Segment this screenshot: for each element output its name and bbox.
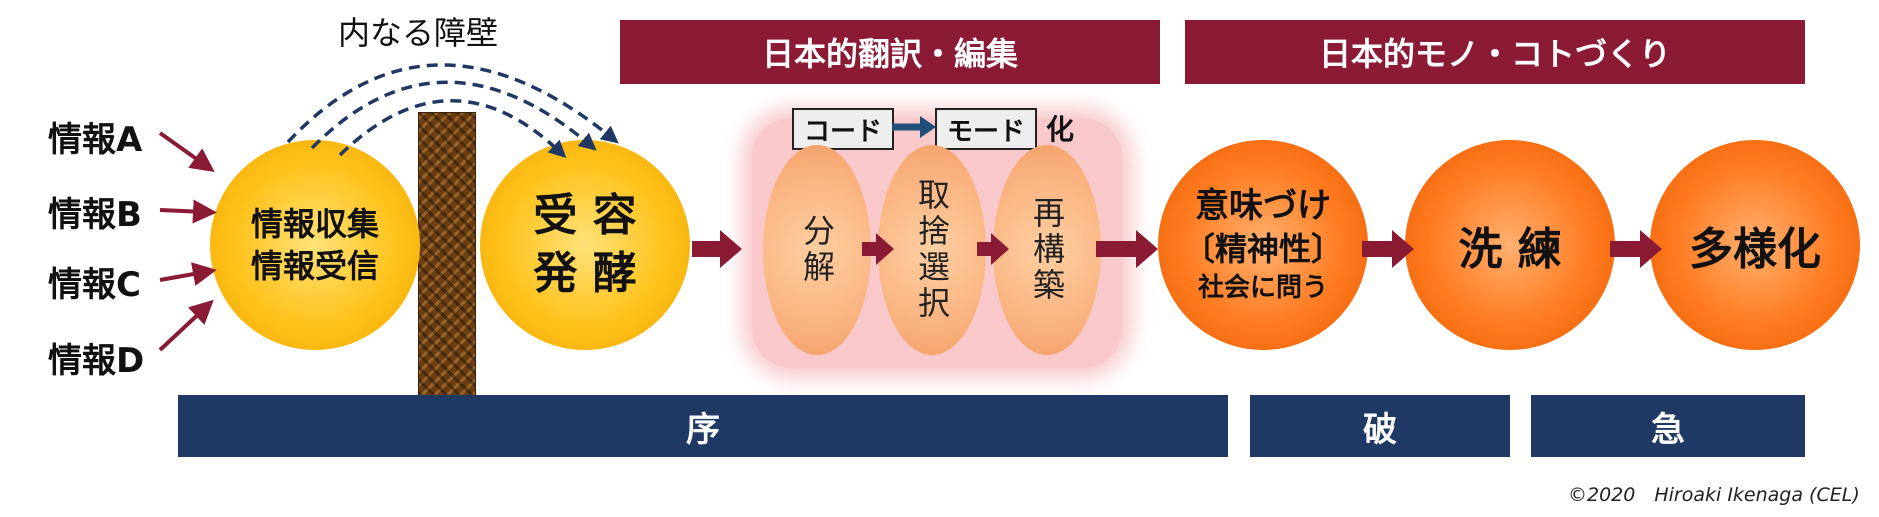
inner-barrier-wall (418, 112, 476, 396)
dashed-arc-inner (338, 99, 567, 159)
circle-meaning: 意味づけ 〔精神性〕 社会に問う (1158, 140, 1368, 350)
input-info-d: 情報D (48, 341, 145, 381)
collect-line-1: 情報収集 (250, 205, 379, 243)
circle-accept-ferment: 受 容 発 酵 (480, 140, 690, 350)
flow-arrow-6-head (1640, 230, 1662, 268)
banner-japanese-making: 日本的モノ・コトづくり (1185, 20, 1805, 84)
input-info-b: 情報B (48, 195, 142, 235)
circle-refine: 洗 練 (1405, 140, 1615, 350)
flow-arrow-2-head (876, 233, 894, 265)
step-decompose: 分解 (763, 145, 871, 355)
banner-japanese-translation-editing: 日本的翻訳・編集 (620, 20, 1160, 84)
accept-line-2: 発 酵 (533, 248, 637, 299)
flow-arrow-5-head (1392, 230, 1414, 268)
barrier-label: 内なる障壁 (338, 14, 499, 52)
flow-arrow-3-shaft (977, 242, 993, 256)
input-info-c: 情報C (48, 265, 141, 305)
phase-kyu: 急 (1531, 395, 1805, 457)
step-reconstruct: 再構築 (993, 145, 1101, 355)
input-arrow-b (159, 199, 217, 224)
flow-arrow-3-head (991, 233, 1009, 265)
flow-arrow-5-shaft (1362, 241, 1394, 257)
meaning-line-2: 〔精神性〕 (1182, 230, 1343, 268)
input-info-a: 情報A (48, 120, 143, 160)
mode-box: モード (935, 108, 1037, 150)
meaning-line-3: 社会に問う (1197, 273, 1328, 303)
phase-ha: 破 (1250, 395, 1510, 457)
code-to-mode-arrowhead (920, 116, 936, 138)
flow-arrow-6-shaft (1610, 241, 1642, 257)
step-selection: 取捨選択 (878, 145, 986, 355)
input-arrow-a (158, 131, 215, 172)
collect-line-2: 情報受信 (250, 247, 379, 285)
code-box: コード (792, 108, 894, 150)
dashed-arc-middle (310, 80, 597, 151)
phase-jo: 序 (178, 395, 1228, 457)
circle-diversify: 多様化 (1650, 140, 1860, 350)
refine-label: 洗 練 (1458, 224, 1562, 275)
flow-arrow-4-head (1136, 230, 1158, 268)
flow-arrow-1-head (720, 230, 742, 268)
circle-info-collection: 情報収集 情報受信 (210, 140, 420, 350)
input-arrow-d (158, 299, 214, 352)
diversify-label: 多様化 (1689, 224, 1821, 275)
dashed-arc-outer (286, 63, 619, 144)
flow-arrow-4-shaft (1096, 241, 1138, 257)
code-mode-suffix: 化 (1046, 113, 1075, 146)
flow-arrow-2-shaft (862, 242, 878, 256)
copyright: ©2020 Hiroaki Ikenaga (CEL) (1568, 484, 1860, 506)
accept-line-1: 受 容 (533, 190, 637, 241)
flow-arrow-1-shaft (692, 241, 722, 257)
input-arrow-c (159, 262, 217, 286)
meaning-line-1: 意味づけ (1195, 186, 1331, 226)
